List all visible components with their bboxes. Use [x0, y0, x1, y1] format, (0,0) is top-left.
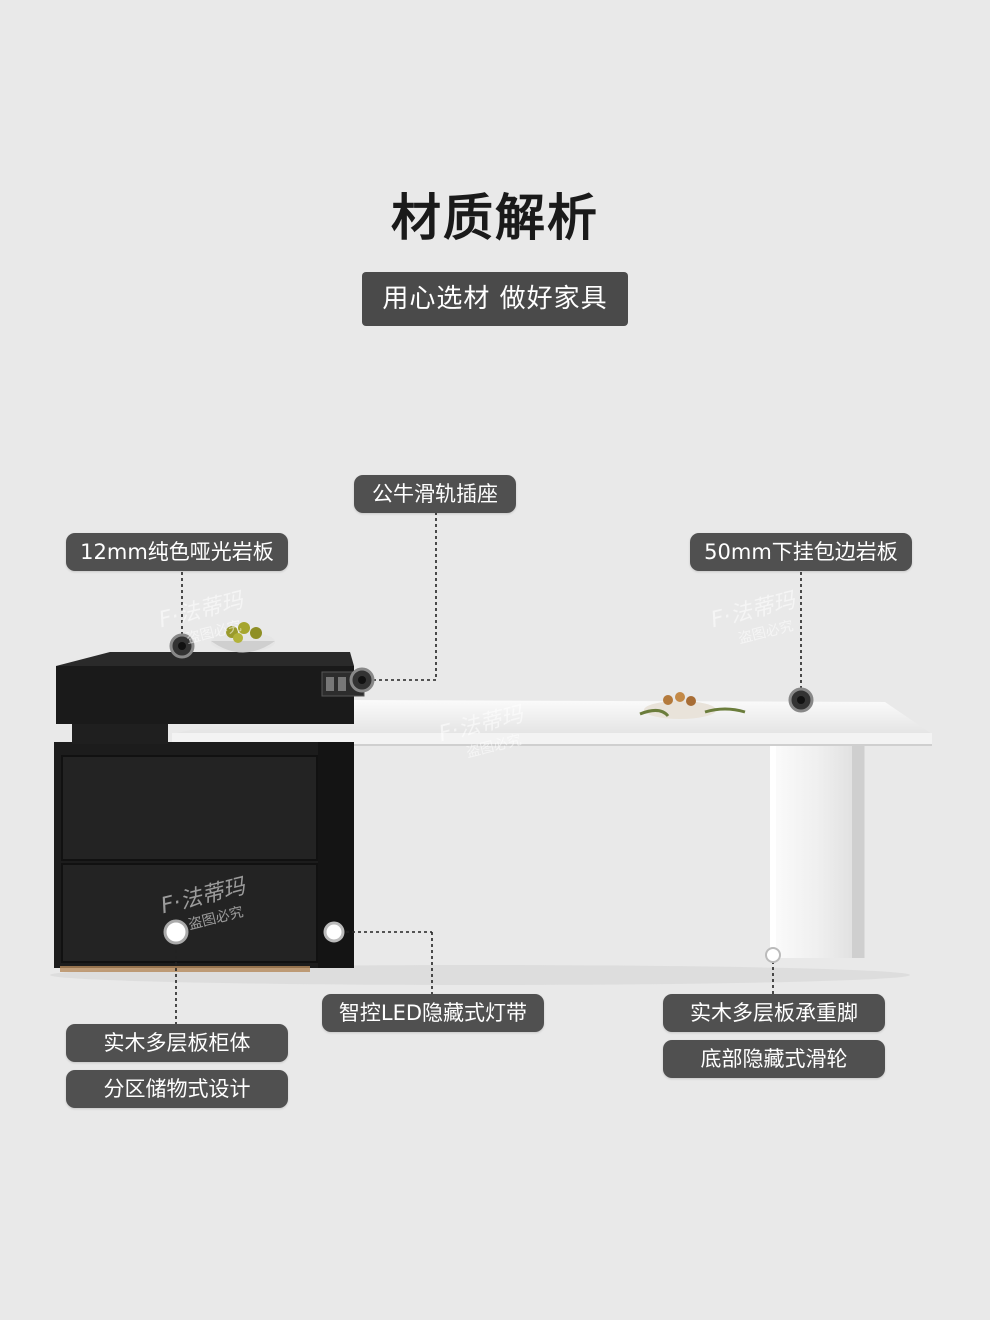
callout-legs: 实木多层板承重脚 [663, 994, 885, 1032]
page-title: 材质解析 [391, 189, 599, 247]
callout-wheels: 底部隐藏式滑轮 [663, 1040, 885, 1078]
callout-cabinet-body: 实木多层板柜体 [66, 1024, 288, 1062]
tabletop [172, 700, 932, 746]
acrylic-leg [770, 744, 865, 958]
callout-markers [163, 633, 814, 963]
page-subtitle-badge: 用心选材 做好家具 [362, 272, 628, 326]
nut-plate [639, 692, 746, 719]
callout-led: 智控LED隐藏式灯带 [322, 994, 544, 1032]
cabinet-top-box [56, 652, 365, 744]
olive-bowl [211, 622, 275, 653]
callout-edge-slab: 50mm下挂包边岩板 [690, 533, 912, 571]
callout-top-slab: 12mm纯色哑光岩板 [66, 533, 288, 571]
callout-socket: 公牛滑轨插座 [354, 475, 516, 513]
callout-storage: 分区储物式设计 [66, 1070, 288, 1108]
black-cabinet [54, 742, 354, 972]
